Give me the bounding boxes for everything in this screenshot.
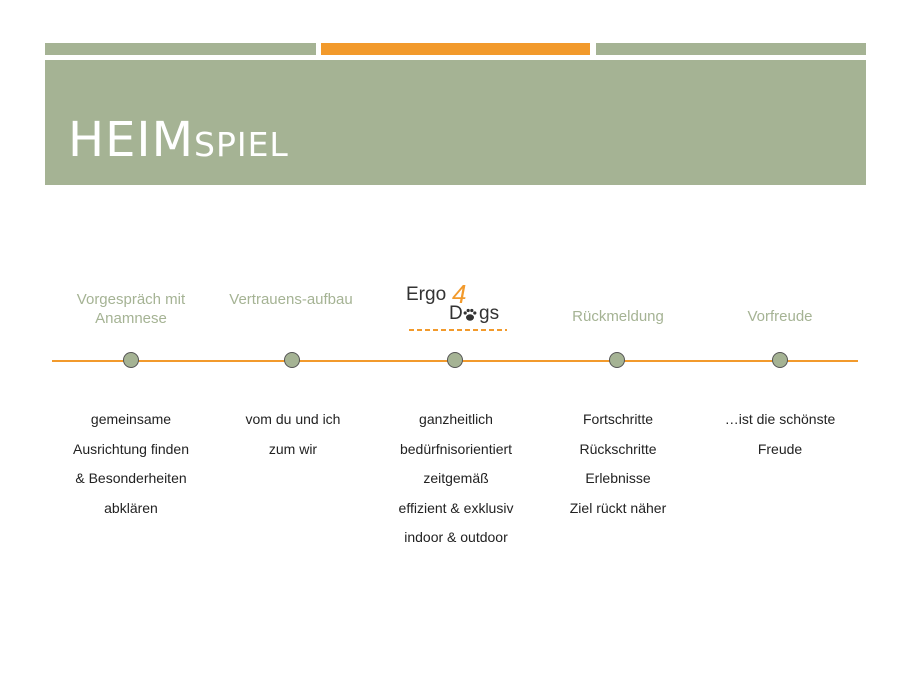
step-title-vertrauen: Vertrauens-aufbau xyxy=(229,291,353,308)
description-line: Erlebnisse xyxy=(585,470,651,486)
page-title: HEIMSPIEL xyxy=(68,110,289,175)
timeline-node-4 xyxy=(609,352,625,368)
description-line: Fortschritte xyxy=(582,411,653,427)
description-line: bedürfnisorientiert xyxy=(399,440,513,457)
timeline-node-2 xyxy=(284,352,300,368)
header-accent-bar-left xyxy=(45,43,316,55)
description-line: gemeinsame xyxy=(90,411,172,427)
step-description-ergo4dogs: ganzheitlich bedürfnisorientiert zeitgem… xyxy=(371,405,541,553)
description-line: abklären xyxy=(104,499,158,516)
description-line: vom du und ich xyxy=(245,411,341,427)
description-line: Ziel rückt näher xyxy=(569,499,667,516)
step-description-rueckmeldung: Fortschritte Rückschritte Erlebnisse Zie… xyxy=(533,405,703,523)
title-band xyxy=(45,60,866,185)
step-title-anamnese: Vorgespräch mit Anamnese xyxy=(76,291,186,327)
description-line: ganzheitlich xyxy=(419,411,493,427)
logo-text-gs: gs xyxy=(479,303,500,324)
logo-tagline-decoration xyxy=(409,329,507,331)
timeline-node-3 xyxy=(447,352,463,368)
description-line: & Besonderheiten xyxy=(75,470,187,486)
step-title-vorfreude: Vorfreude xyxy=(747,308,813,325)
step-description-vertrauen: vom du und ich zum wir xyxy=(208,405,378,464)
description-line: zeitgemäß xyxy=(423,470,489,486)
description-line: Rückschritte xyxy=(579,440,657,457)
step-title-rueckmeldung: Rückmeldung xyxy=(572,308,664,325)
page-title-small: SPIEL xyxy=(194,125,289,164)
description-line: …ist die schönste xyxy=(724,411,836,427)
description-line: zum wir xyxy=(268,440,318,457)
page-title-main: HEIM xyxy=(68,112,194,168)
header-accent-bar-center xyxy=(321,43,590,55)
header-accent-bar-right xyxy=(596,43,866,55)
description-line: effizient & exklusiv xyxy=(398,499,514,516)
paw-icon xyxy=(463,308,477,321)
logo-text-number: 4 xyxy=(452,279,467,309)
timeline-node-1 xyxy=(123,352,139,368)
description-line: Freude xyxy=(757,440,803,457)
description-line: indoor & outdoor xyxy=(404,529,508,545)
step-description-anamnese: gemeinsame Ausrichtung finden & Besonder… xyxy=(46,405,216,523)
step-description-vorfreude: …ist die schönste Freude xyxy=(695,405,865,464)
logo-text-d: D xyxy=(449,303,463,324)
logo-text-ergo: Ergo xyxy=(406,284,447,305)
ergo4dogs-logo: Ergo 4 D gs xyxy=(389,279,519,342)
description-line: Ausrichtung finden xyxy=(73,440,189,457)
timeline-node-5 xyxy=(772,352,788,368)
